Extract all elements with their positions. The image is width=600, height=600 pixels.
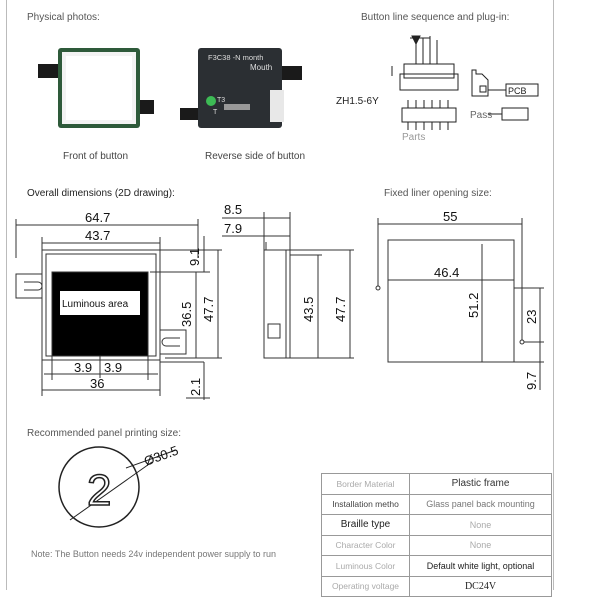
page-frame [6,0,554,590]
power-supply-note: Note: The Button needs 24v independent p… [31,549,277,559]
overall-dimensions-heading: Overall dimensions (2D drawing): [27,188,175,199]
panel-number: 2 [87,466,111,515]
dim-front-bottom-b: 3.9 [104,360,122,375]
connector-pcb: PCB [508,86,527,96]
liner-opening-heading: Fixed liner opening size: [384,188,492,199]
spec-value: Plastic frame [409,473,552,495]
dim-liner-width-inner: 46.4 [434,265,459,280]
spec-key: Braille type [321,514,410,536]
reverse-photo-t3: T3 [217,97,226,104]
spec-value: Default white light, optional [409,555,552,577]
spec-table: Border Material Plastic frame Installati… [321,473,552,597]
dim-front-width-inner: 43.7 [85,228,110,243]
luminous-area-label: Luminous area [62,299,129,310]
spec-row: Braille type None [321,514,552,536]
spec-key: Luminous Color [321,555,410,577]
dim-side-width-a: 8.5 [224,202,242,217]
dim-front-bottom-a: 3.9 [74,360,92,375]
connector-diagram [391,35,539,130]
spec-value: None [409,534,552,556]
spec-value: DC24V [409,575,552,597]
dim-liner-right-b: 9.7 [524,372,539,390]
spec-row: Border Material Plastic frame [321,473,552,495]
dim-front-height-b: 36.5 [179,302,194,327]
spec-row: Luminous Color Default white light, opti… [321,555,552,577]
dim-side-height-a: 43.5 [301,297,316,322]
panel-printing-heading: Recommended panel printing size: [27,428,181,439]
dim-front-width-outer: 64.7 [85,210,110,225]
dim-front-height-c: 47.7 [201,297,216,322]
connector-pass: Pass [470,110,493,121]
spec-key: Border Material [321,473,410,495]
spec-key: Character Color [321,534,410,556]
reverse-photo-t: T [213,109,218,116]
dim-panel-diameter: Ø30.5 [142,443,180,469]
spec-value: Glass panel back mounting [409,493,552,515]
dim-liner-width-outer: 55 [443,209,457,224]
dim-side-height-b: 47.7 [333,297,348,322]
physical-photos-heading: Physical photos: [27,12,100,23]
spec-row: Character Color None [321,534,552,556]
dim-front-bottom-c: 36 [90,376,104,391]
front-photo [38,48,154,128]
dim-front-bottom-d: 2.1 [188,378,203,396]
spec-key: Installation metho [321,493,410,515]
front-photo-caption: Front of button [63,151,129,162]
dim-side-width-b: 7.9 [224,221,242,236]
reverse-photo-label-mid: Mouth [250,63,273,72]
connector-parts: Parts [402,132,426,143]
reverse-photo-label-top: F3C38 -N month [208,53,264,62]
spec-row: Installation metho Glass panel back moun… [321,493,552,515]
reverse-photo-caption: Reverse side of button [205,151,306,162]
spec-row: Operating voltage DC24V [321,575,552,597]
button-line-heading: Button line sequence and plug-in: [361,12,510,23]
reverse-photo [180,48,302,128]
spec-key: Operating voltage [321,575,410,597]
dim-front-height-a: 9.1 [187,248,202,266]
connector-model: ZH1.5-6Y [336,96,379,107]
spec-value: None [409,514,552,536]
dim-liner-right-a: 23 [524,310,539,324]
dim-liner-height-inner: 51.2 [466,293,481,318]
